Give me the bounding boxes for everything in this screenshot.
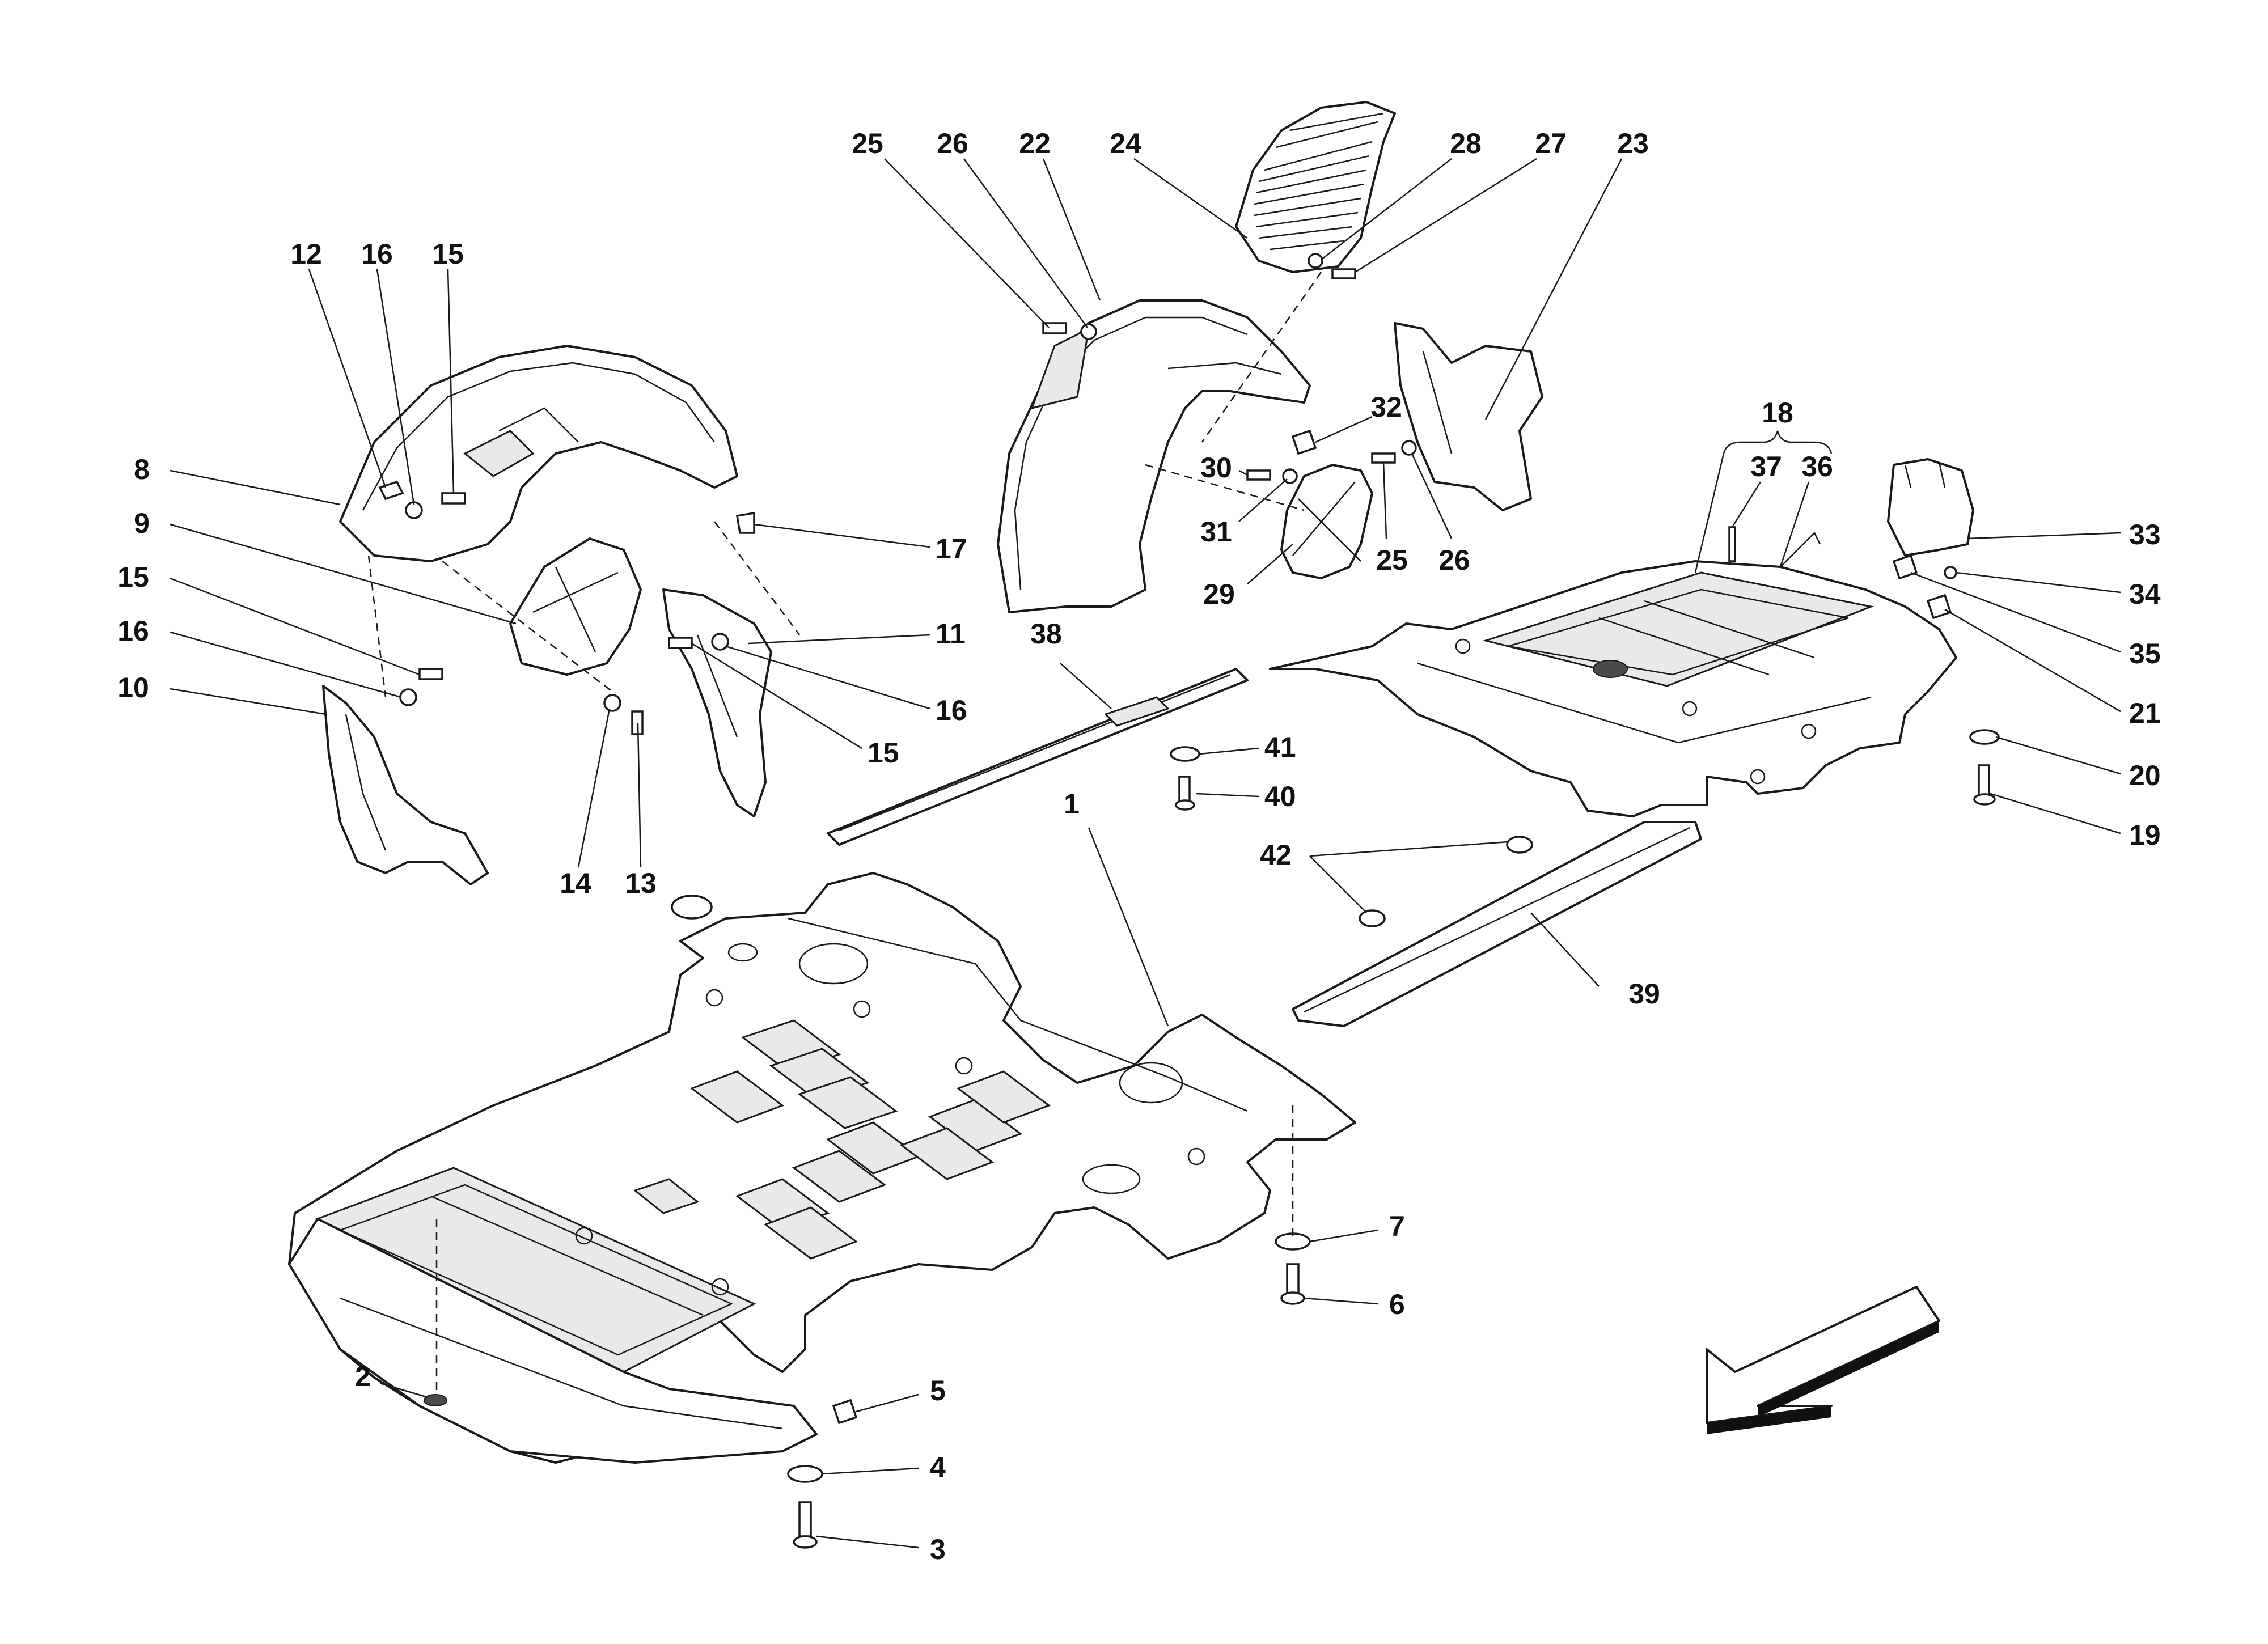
wheel-arch-cover-9 <box>509 537 642 676</box>
callout-24: 24 <box>1110 128 1141 159</box>
callout-33: 33 <box>2129 519 2161 550</box>
callout-15-left: 15 <box>117 561 149 593</box>
side-strip-39 <box>1292 821 1702 1027</box>
side-strip-38 <box>827 668 1249 846</box>
callout-42: 42 <box>1260 839 1292 871</box>
assembly-lines <box>367 272 1322 1395</box>
callout-14: 14 <box>560 867 591 899</box>
callout-16-left: 16 <box>117 615 149 647</box>
inner-shield-11 <box>662 588 772 817</box>
callout-28: 28 <box>1450 128 1482 159</box>
callout-16-right: 16 <box>936 694 967 726</box>
right-wheel-arch <box>997 299 1311 613</box>
callout-9: 9 <box>134 507 150 539</box>
callout-20: 20 <box>2129 760 2161 791</box>
callout-40: 40 <box>1264 781 1296 812</box>
callout-5: 5 <box>930 1375 946 1406</box>
left-wheel-arch <box>339 345 738 562</box>
callout-26-top: 26 <box>937 128 968 159</box>
callout-25-lower: 25 <box>1376 544 1408 576</box>
callout-15-top: 15 <box>432 238 464 270</box>
callout-26-lower: 26 <box>1438 544 1470 576</box>
callout-8: 8 <box>134 454 150 485</box>
flap-33 <box>1887 458 1974 557</box>
callout-36: 36 <box>1801 451 1833 482</box>
louvred-vent-24 <box>1235 101 1396 273</box>
callout-4: 4 <box>930 1451 946 1483</box>
callout-15-right: 15 <box>868 737 899 769</box>
callout-23: 23 <box>1617 128 1649 159</box>
front-direction-arrow <box>1706 1286 1940 1434</box>
side-panel-23 <box>1394 322 1543 511</box>
callout-38: 38 <box>1030 618 1062 650</box>
callout-22: 22 <box>1019 128 1051 159</box>
left-inner-shield <box>322 685 489 885</box>
callout-29: 29 <box>1203 578 1235 610</box>
callout-27: 27 <box>1535 128 1567 159</box>
callout-37: 37 <box>1750 451 1782 482</box>
callout-18: 18 <box>1762 397 1793 429</box>
callout-3: 3 <box>930 1533 946 1565</box>
main-floor-panel <box>288 872 1356 1464</box>
callout-25-top: 25 <box>852 128 883 159</box>
callout-30: 30 <box>1200 452 1232 484</box>
callout-13: 13 <box>625 867 657 899</box>
callout-6: 6 <box>1389 1289 1405 1320</box>
callout-34: 34 <box>2129 578 2161 610</box>
callout-41: 41 <box>1264 731 1296 763</box>
fasteners <box>378 253 2000 1549</box>
callout-16-top: 16 <box>361 238 393 270</box>
callout-labels: 1 2 3 4 5 6 7 8 9 10 11 12 13 14 15 16 1… <box>117 128 2161 1565</box>
access-cover-29 <box>1280 464 1373 579</box>
leader-lines <box>170 158 2121 1549</box>
callout-19: 19 <box>2129 819 2161 851</box>
callout-21: 21 <box>2129 697 2161 729</box>
callout-32: 32 <box>1370 391 1402 423</box>
callout-2: 2 <box>355 1361 371 1392</box>
callout-35: 35 <box>2129 638 2161 670</box>
callout-10: 10 <box>117 672 149 704</box>
callout-39: 39 <box>1628 978 1660 1010</box>
callout-31: 31 <box>1200 516 1232 548</box>
callout-12: 12 <box>290 238 322 270</box>
rear-floor-panel <box>1269 560 1957 817</box>
callout-1: 1 <box>1064 788 1080 820</box>
callout-7: 7 <box>1389 1210 1405 1242</box>
callout-17: 17 <box>936 533 967 565</box>
callout-11: 11 <box>936 618 966 650</box>
